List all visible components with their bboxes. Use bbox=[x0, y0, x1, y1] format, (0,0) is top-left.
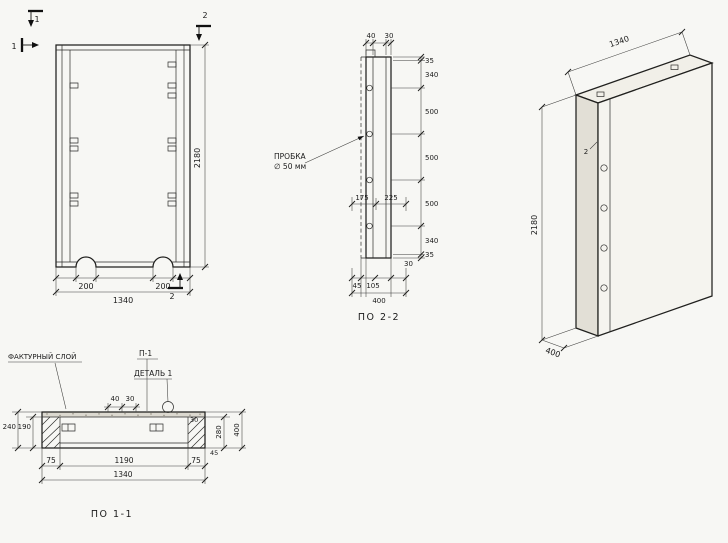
section-2-2-caption: ПО 2-2 bbox=[358, 312, 400, 323]
cut1-label-2: 1 bbox=[11, 42, 16, 51]
iso-lifting-loop bbox=[596, 91, 605, 97]
dim-75-right: 75 bbox=[191, 456, 201, 465]
front-view: 1 1 2 2 200 200 1340 2180 bbox=[11, 9, 211, 305]
plug-circle bbox=[366, 84, 373, 92]
chain-500-a: 500 bbox=[425, 108, 438, 116]
section-cut-marks bbox=[20, 9, 211, 290]
iso-plug bbox=[600, 244, 608, 252]
plug-pockets bbox=[61, 423, 164, 432]
iso-dimensions bbox=[538, 28, 691, 352]
cut2-bottom-label: 2 bbox=[169, 292, 174, 301]
dim-1340: 1340 bbox=[113, 470, 132, 479]
dim-30-top: 30 bbox=[126, 395, 135, 403]
iso-front-face bbox=[597, 62, 713, 337]
dim-105: 105 bbox=[366, 282, 379, 290]
chain-500-c: 500 bbox=[425, 200, 438, 208]
plan-outline bbox=[41, 411, 206, 449]
iso-plug bbox=[600, 284, 608, 292]
dim-40: 40 bbox=[367, 32, 376, 40]
section-1-1-linework bbox=[41, 401, 206, 449]
dim-30-right: 30 bbox=[190, 416, 198, 424]
iso-callout-2: 2 bbox=[584, 148, 588, 156]
section-1-1-caption: ПО 1-1 bbox=[91, 509, 133, 520]
label-p1: П-1 bbox=[139, 349, 152, 358]
textured-layer-strip bbox=[42, 412, 205, 417]
anchor-sleeves-right bbox=[167, 61, 177, 207]
plug-circle bbox=[366, 130, 373, 138]
iso-plug bbox=[600, 204, 608, 212]
section-1-1-dimensions bbox=[12, 403, 246, 484]
chain-35-top: 35 bbox=[425, 57, 434, 65]
panel-outline bbox=[55, 44, 191, 268]
iso-lifting-loop bbox=[670, 64, 679, 70]
hatch-right bbox=[187, 416, 206, 449]
dim-400: 400 bbox=[233, 423, 241, 436]
plug-circle bbox=[366, 222, 373, 230]
dim-notch-right: 200 bbox=[155, 282, 170, 291]
iso-plug bbox=[600, 164, 608, 172]
dim-45: 45 bbox=[210, 449, 218, 457]
label-detail-1: ДЕТАЛЬ 1 bbox=[134, 369, 172, 378]
iso-linework bbox=[574, 54, 714, 337]
chain-340-bottom: 340 bbox=[425, 237, 438, 245]
dim-40: 40 bbox=[111, 395, 120, 403]
chain-340-top: 340 bbox=[425, 71, 438, 79]
top-lifting-loop bbox=[365, 49, 376, 57]
hatch-left bbox=[41, 416, 61, 449]
cut2-top-label: 2 bbox=[202, 11, 207, 20]
iso-dim-2180: 2180 bbox=[530, 215, 539, 235]
plug-circle bbox=[366, 176, 373, 184]
dim-width-1340: 1340 bbox=[113, 296, 133, 305]
front-view-dimensions bbox=[52, 41, 209, 296]
chain-500-b: 500 bbox=[425, 154, 438, 162]
section-1-1-view: ФАКТУРНЫЙ СЛОЙ П-1 ДЕТАЛЬ 1 240 190 40 3… bbox=[3, 349, 246, 520]
dim-280: 280 bbox=[215, 425, 223, 438]
chain-30-bottom: 30 bbox=[404, 260, 413, 268]
isometric-view: 1340 2180 400 2 bbox=[530, 28, 714, 360]
anchor-sleeves-left bbox=[69, 82, 79, 207]
dim-75-left: 75 bbox=[46, 456, 56, 465]
dim-400: 400 bbox=[372, 297, 385, 305]
detail-1-circle bbox=[162, 401, 174, 413]
plug-note-line2: ∅ 50 мм bbox=[274, 162, 306, 171]
iso-side-face bbox=[575, 94, 599, 337]
section-2-2-linework bbox=[360, 49, 392, 259]
dim-45: 45 bbox=[353, 282, 362, 290]
dim-30: 30 bbox=[385, 32, 394, 40]
dim-190: 190 bbox=[18, 423, 31, 431]
dim-1190: 1190 bbox=[114, 456, 133, 465]
plug-note-line1: ПРОБКА bbox=[274, 152, 307, 161]
section-2-2-dimensions bbox=[348, 39, 425, 297]
label-textured-layer: ФАКТУРНЫЙ СЛОЙ bbox=[8, 352, 76, 361]
front-view-linework bbox=[55, 44, 191, 268]
cut1-label: 1 bbox=[34, 15, 39, 24]
chain-35-bottom: 35 bbox=[425, 251, 434, 259]
dim-notch-left: 200 bbox=[78, 282, 93, 291]
section-1-1-leaders bbox=[8, 358, 172, 411]
dim-height-2180: 2180 bbox=[193, 148, 202, 168]
iso-dim-400: 400 bbox=[544, 346, 561, 360]
section-2-2-view: ПРОБКА ∅ 50 мм 40 30 35 340 500 500 500 … bbox=[274, 32, 438, 323]
dim-225: 225 bbox=[384, 194, 397, 202]
plug-callout bbox=[304, 135, 365, 164]
dim-175: 175 bbox=[355, 194, 368, 202]
iso-dim-1340: 1340 bbox=[608, 34, 630, 49]
dim-240: 240 bbox=[3, 423, 16, 431]
